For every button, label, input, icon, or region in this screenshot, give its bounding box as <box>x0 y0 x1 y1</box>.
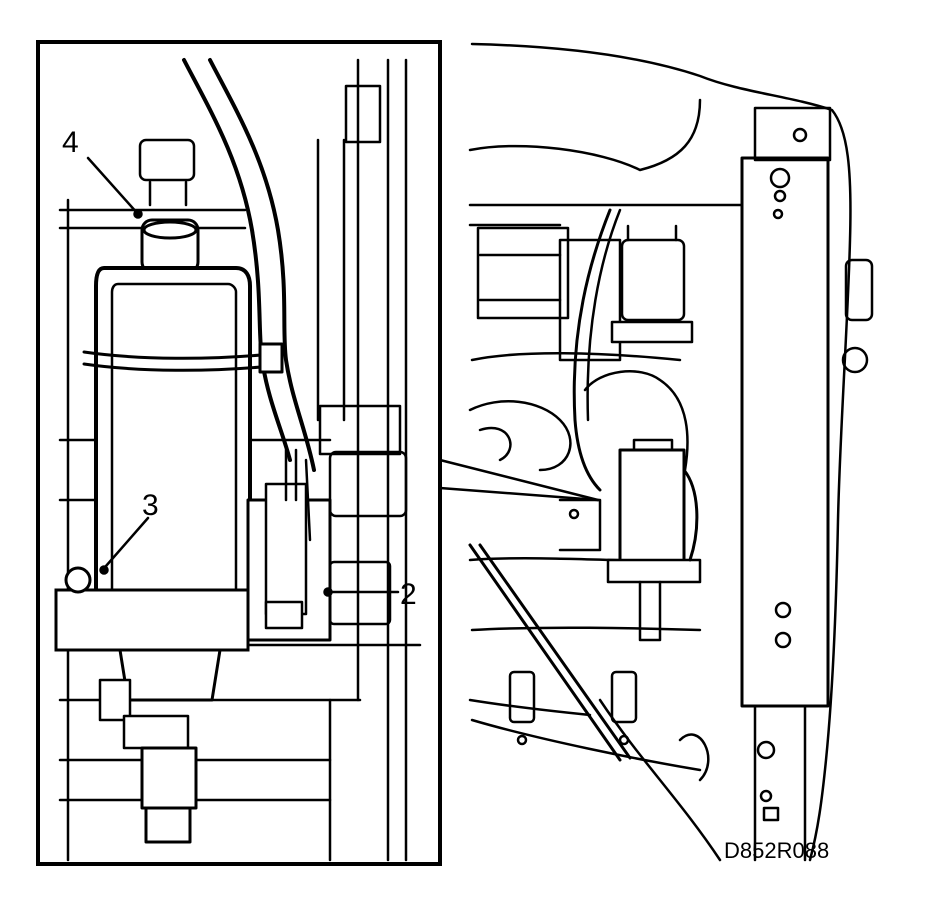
callout-label-4: 4 <box>62 126 79 159</box>
detail-inset: 4 3 2 <box>36 40 442 866</box>
base-bracket <box>54 566 250 844</box>
leader-wedge <box>438 458 600 502</box>
figure-reference-code: D852R088 <box>724 838 829 863</box>
reservoir-bottle <box>94 218 252 612</box>
callout-label-2: 2 <box>400 578 417 611</box>
strap <box>82 342 284 374</box>
vehicle-overview <box>468 42 874 862</box>
callout-label-3: 3 <box>142 489 159 522</box>
callout-leaders <box>86 156 400 597</box>
pump-module <box>246 448 332 642</box>
